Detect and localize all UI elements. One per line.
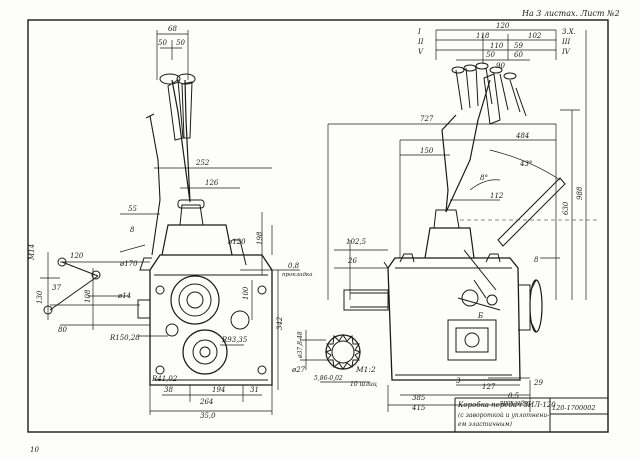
dim-14: ø14 (117, 292, 131, 300)
dim-r150b: 150 (420, 147, 434, 155)
gear-label-3: V (418, 48, 424, 56)
dim-194: 194 (212, 386, 225, 394)
dim-170: ø170 (119, 260, 138, 268)
dim-r150: R150,28 (109, 334, 140, 342)
spline-count: 10 шлиц (350, 381, 377, 388)
dim-r8: 8 (534, 256, 539, 264)
dim-130: 130 (36, 290, 44, 304)
front-view-dimensions (40, 30, 300, 415)
dim-r3: 3 (456, 377, 461, 385)
dim-r29: 29 (533, 379, 543, 387)
dim-phi37: ø37,8-48 (297, 331, 304, 359)
scale-label: M1:2 (355, 365, 376, 374)
section-b: Б (477, 312, 483, 320)
dim-phi27: ø27 (291, 366, 306, 374)
dim-55: 55 (128, 205, 137, 213)
thread-m14: M14 (28, 244, 36, 261)
side-view (343, 62, 600, 381)
dim-252: 252 (195, 159, 210, 167)
spline-section (300, 330, 370, 383)
sheet-header: На 3 листах. Лист №2 (521, 9, 620, 18)
dim-120: 120 (70, 252, 84, 260)
drawing-code: 120-1700002 (552, 404, 596, 412)
dim-37: 37 (52, 284, 61, 292)
dim-198: 198 (256, 231, 264, 245)
spline-dim: 5,86-0,02 (314, 375, 343, 382)
gear-label-5: IV (561, 48, 571, 56)
dim-r0-5: 0,5 (508, 392, 520, 400)
dim-108: 108 (84, 289, 92, 303)
dim-r50: 50 (486, 51, 495, 59)
gear-label-2: II (417, 38, 424, 46)
dim-r120: 120 (496, 22, 510, 30)
dim-38: 38 (164, 386, 173, 394)
dim-r110: 110 (490, 42, 504, 50)
dim-r102: 102 (528, 32, 542, 40)
bracket-detail (43, 257, 101, 315)
drawing-frame (27, 19, 609, 433)
dim-r385: 385 (412, 394, 426, 402)
dim-r93: R93,35 (221, 336, 248, 344)
angle-43: 43° (519, 160, 532, 168)
title-line1: Коробка передач ЗИЛ-120 (457, 401, 556, 409)
dim-r41: R41,02 (151, 375, 178, 383)
dim-126: 126 (205, 179, 219, 187)
dim-r415: 415 (411, 404, 426, 412)
gear-label-1: I (417, 28, 421, 36)
gear-label-4: III (561, 38, 571, 46)
angle-8: 8° (480, 174, 488, 182)
dim-50a: 50 (158, 39, 167, 47)
dim-r484: 484 (515, 132, 529, 140)
gasket-label: прокладка (282, 272, 313, 278)
dim-342: 342 (276, 316, 284, 330)
dim-r90: 90 (496, 62, 505, 70)
dim-r60: 60 (514, 51, 523, 59)
title-block (454, 397, 608, 432)
title-line3: ем эластичным) (458, 421, 513, 428)
dim-264: 264 (199, 398, 213, 406)
dim-r26: 26 (347, 257, 357, 265)
dim-80: 80 (58, 326, 67, 334)
dim-r727: 727 (420, 115, 434, 123)
gear-label-rev: З.Х. (562, 28, 576, 36)
dim-50b: 50 (176, 39, 185, 47)
dim-120b: ø120 (227, 238, 246, 246)
dim-0-8: 0,8 (288, 262, 300, 270)
dim-8: 8 (130, 226, 135, 234)
front-view (137, 73, 273, 386)
dim-31: 31 (250, 386, 259, 394)
dim-r127: 127 (482, 383, 496, 391)
side-view-dimensions (327, 29, 587, 412)
title-line2: (с завороткой и уплотнени- (458, 412, 549, 419)
dim-r112: 112 (490, 192, 504, 200)
dim-68: 68 (168, 25, 177, 33)
dim-r630: 630 (562, 201, 570, 215)
dim-r118: 118 (476, 32, 490, 40)
dim-100: 100 (242, 286, 250, 300)
dim-r102-5: 102,5 (346, 238, 367, 246)
gasket-label-2: прокладка (500, 400, 531, 406)
dim-350: 35,0 (200, 412, 216, 420)
dim-r59: 59 (514, 42, 523, 50)
page-number: 10 (30, 446, 39, 454)
dim-r988: 988 (576, 186, 584, 200)
